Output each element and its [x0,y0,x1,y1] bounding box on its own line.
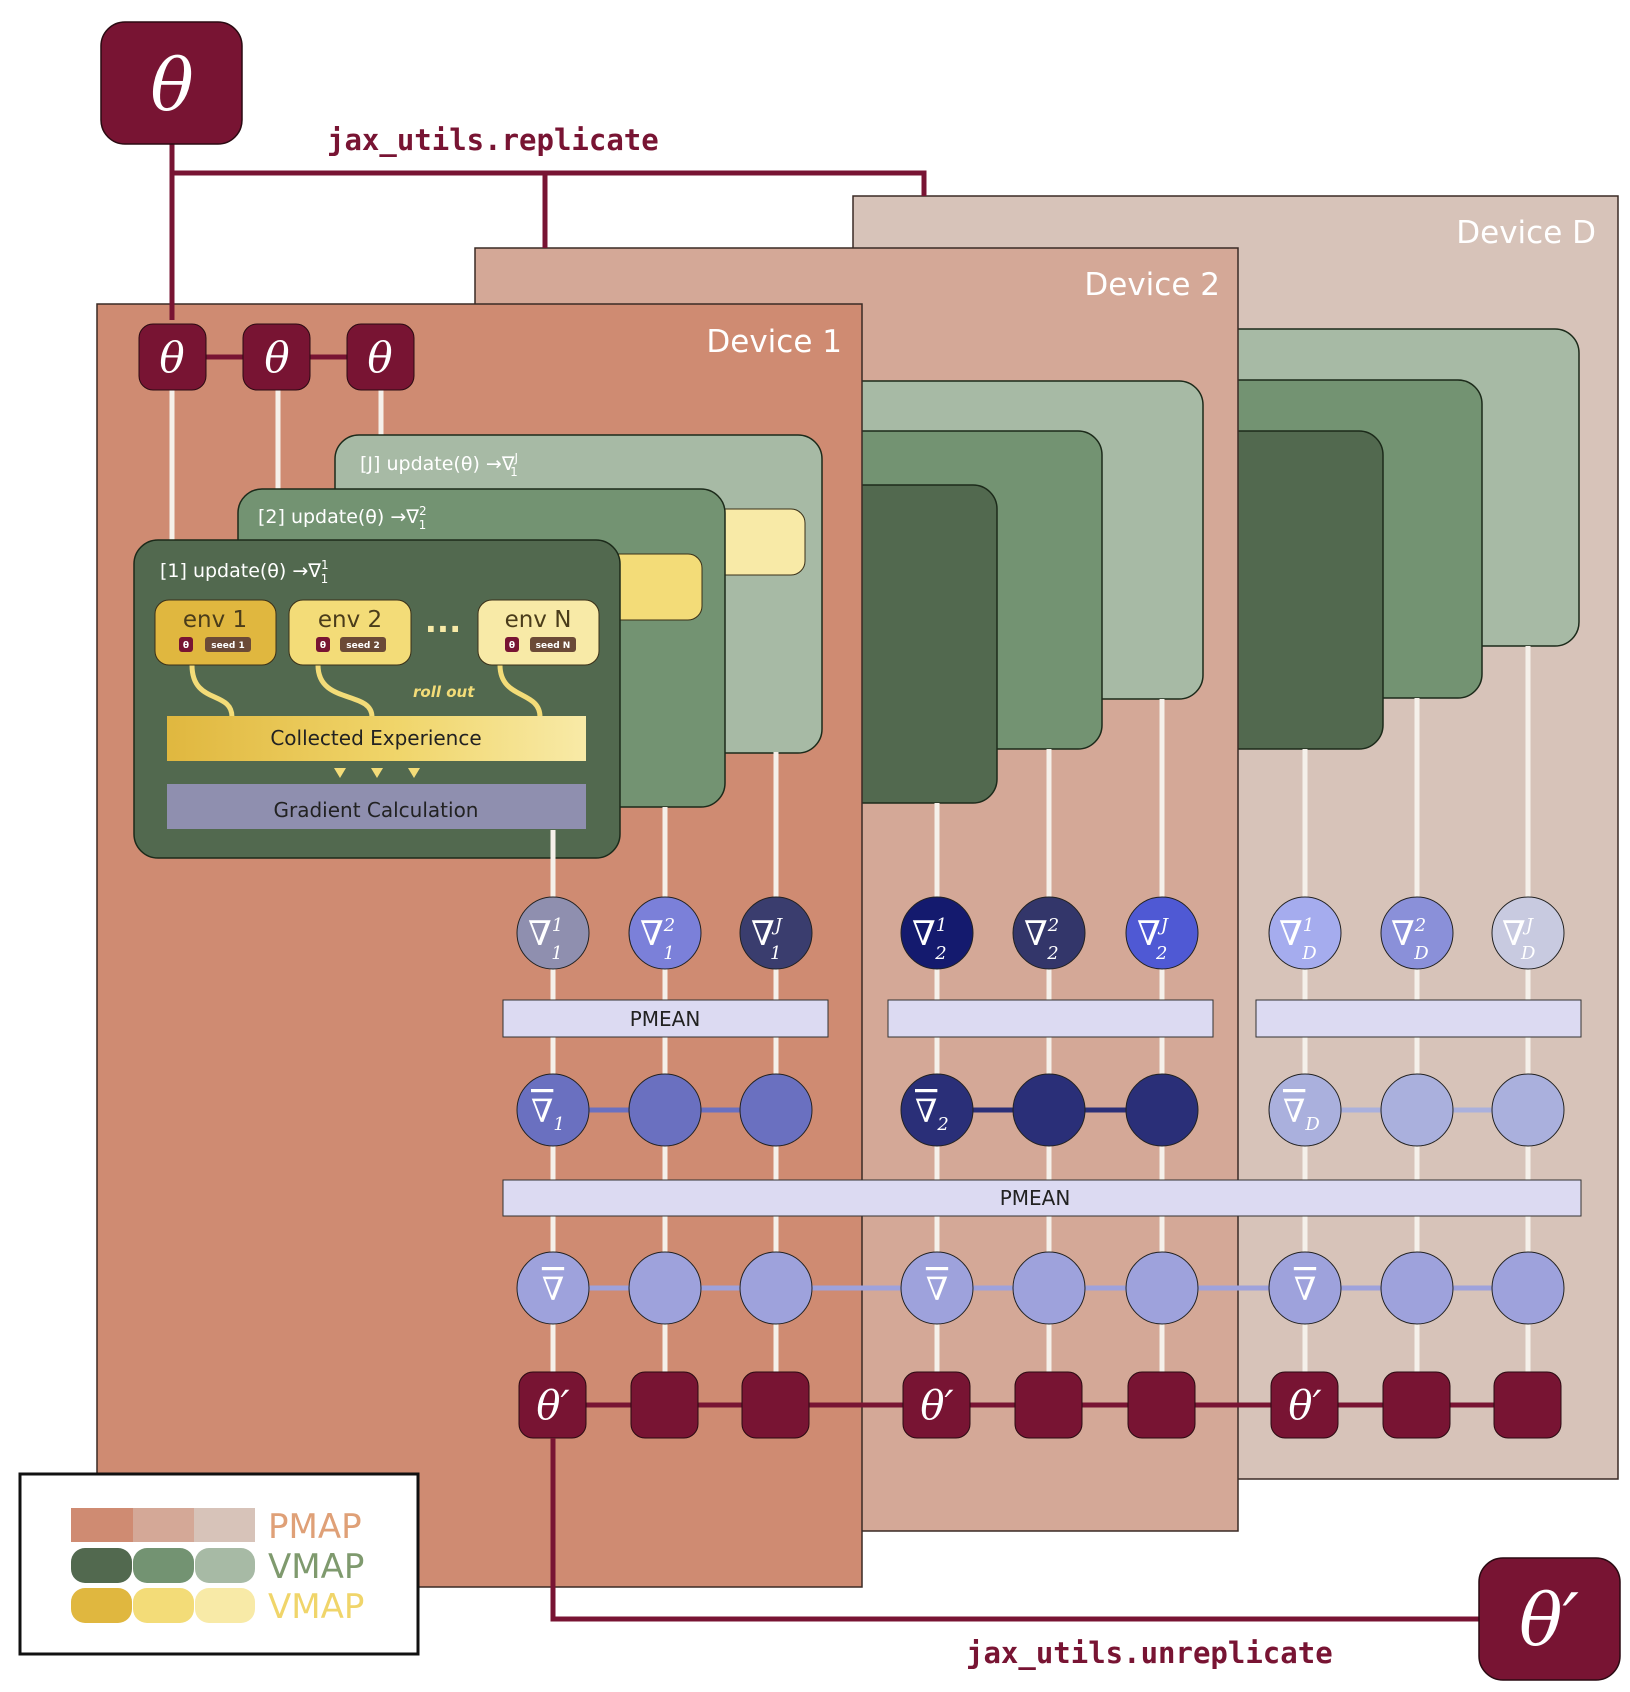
pmean-all-devices [502,1179,1582,1217]
svg-text:seed 1: seed 1 [211,641,244,651]
svg-text:env 1: env 1 [183,607,247,633]
pmean-device-1-label: PMEAN [630,1007,701,1031]
mean-node-2: ∇2 [915,1092,949,1135]
svg-text:θ: θ [320,641,326,651]
global-mean-node-d: ∇ [1294,1270,1316,1308]
rollout-label: roll out [413,683,475,701]
theta-replica-1 [138,323,207,391]
pmean-device-2 [887,999,1214,1038]
replicate-connector [169,143,927,320]
gradient-calculation-bar [167,784,586,829]
env-1: env 1 θ seed 1 [154,599,277,666]
svg-text:θ: θ [509,641,515,651]
gradient-calculation-label: Gradient Calculation [274,798,479,822]
legend-swatches [71,1508,255,1623]
legend-vmap-inner: VMAP [268,1587,364,1627]
updated-theta-nodes [518,1371,1562,1439]
theta-replica-3-label: θ [367,333,392,382]
unreplicate-label: jax_utils.unreplicate [966,1636,1333,1670]
svg-text:θ: θ [183,641,189,651]
gradient-nodes [516,896,1565,970]
theta-replica-2 [242,323,311,391]
collected-experience-bar [167,716,586,761]
global-mean-nodes [516,1251,1565,1325]
legend-vmap-outer: VMAP [268,1547,364,1587]
global-mean-node-1: ∇ [542,1270,564,1308]
mean-nodes [516,1073,1565,1147]
down-arrows [334,768,420,778]
pmean-device-1 [502,999,829,1038]
svg-text:env N: env N [505,607,572,633]
svg-text:seed 2: seed 2 [346,641,379,651]
theta-source-node [100,21,243,145]
svg-text:seed N: seed N [536,641,571,651]
device-d-title: Device D [1456,215,1596,251]
theta-source-label: θ [150,43,193,127]
env-2: env 2 θ seed 2 [288,599,412,666]
theta-replica-1-label: θ [159,333,184,382]
theta-prime-device-1: θ′ [536,1383,569,1429]
theta-prime-output-label: θ′ [1519,1578,1579,1662]
unreplicate-connector [550,1438,1480,1622]
theta-replicas: θ θ θ [138,323,415,391]
env-n: env N θ seed N [477,599,600,666]
collected-experience-label: Collected Experience [270,726,481,750]
pmean-all-label: PMEAN [1000,1186,1071,1210]
theta-prime-device-d: θ′ [1288,1383,1321,1429]
mean-node-d: ∇D [1283,1092,1320,1135]
replicate-label: jax_utils.replicate [327,123,659,157]
theta-replica-2-label: θ [264,333,289,382]
mean-node-1: ∇1 [531,1092,565,1135]
theta-prime-output-node [1478,1557,1621,1681]
global-mean-node-2: ∇ [926,1270,948,1308]
pmean-device-d [1255,999,1582,1038]
theta-prime-device-2: θ′ [920,1383,953,1429]
legend-pmap: PMAP [268,1507,362,1547]
env-ellipsis: ... [425,602,461,640]
theta-replica-3 [346,323,415,391]
device-1-title: Device 1 [706,324,842,360]
svg-text:env 2: env 2 [318,607,382,633]
device-2-title: Device 2 [1084,267,1220,303]
